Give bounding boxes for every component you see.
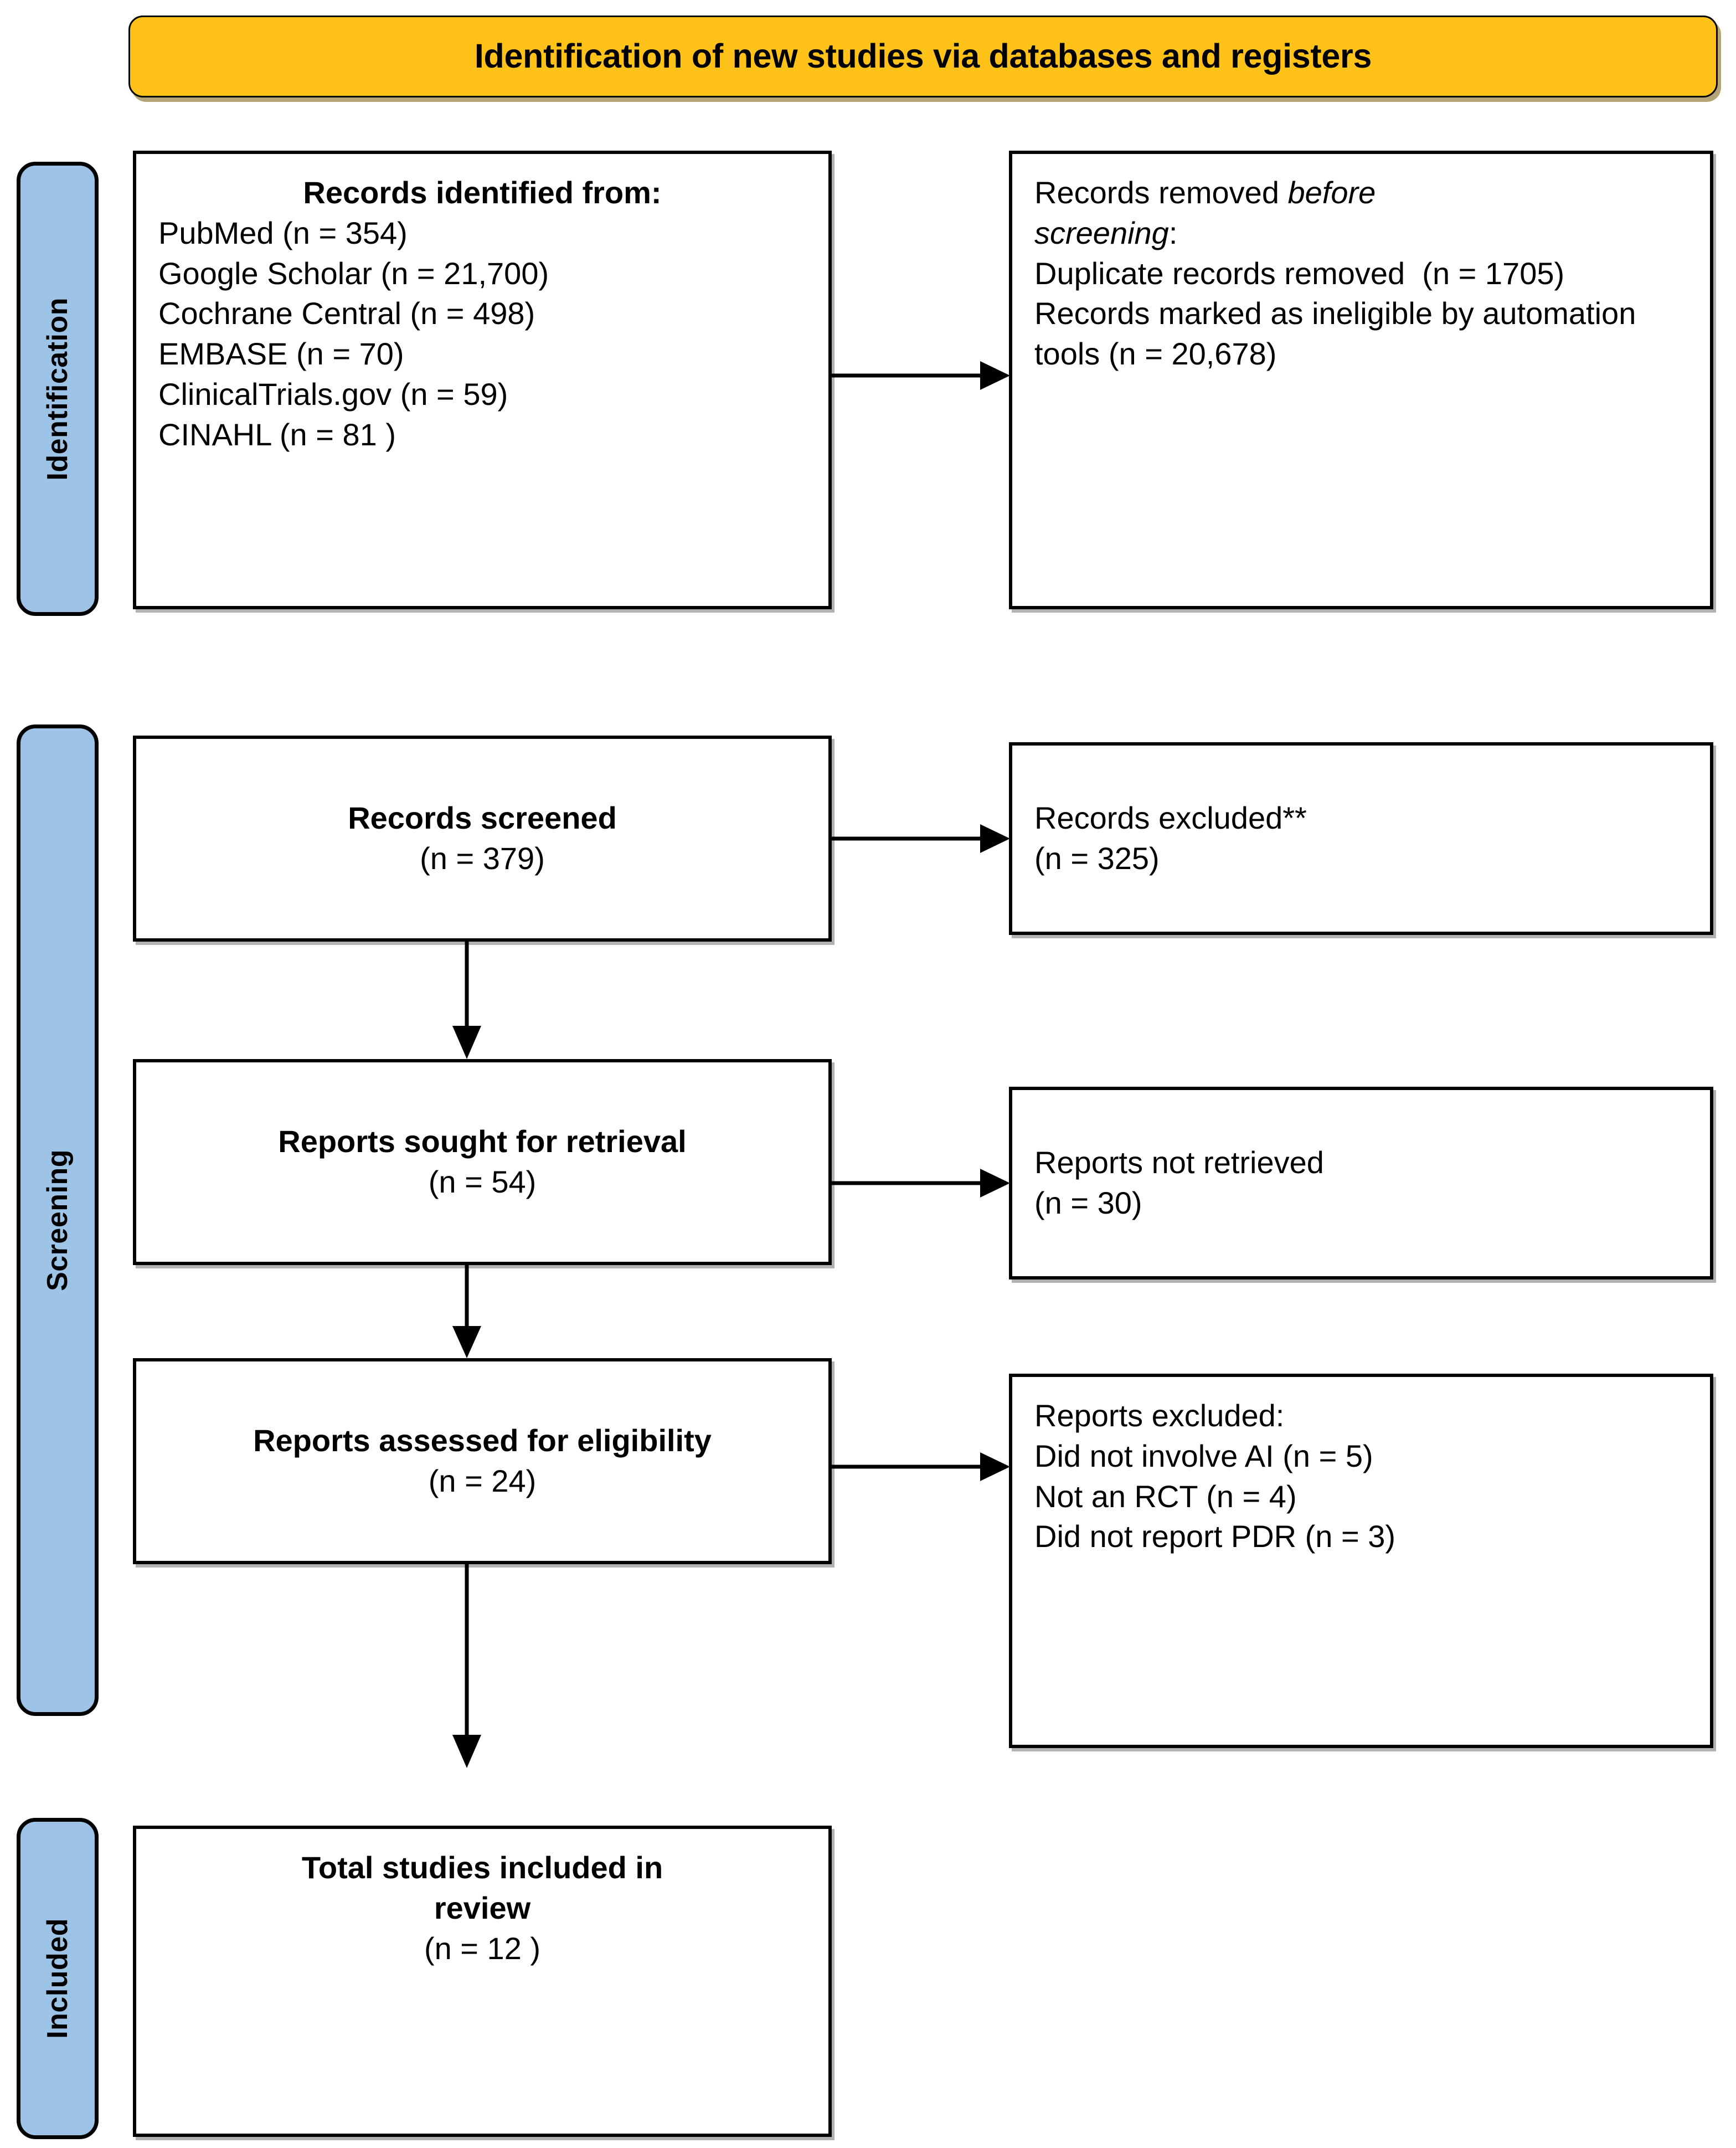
reason-not-an-rct: Not an RCT (n = 4) bbox=[1034, 1478, 1297, 1514]
arrow-identified-to-removed bbox=[832, 359, 1014, 392]
records-screened-heading: Records screened bbox=[348, 800, 617, 836]
records-excluded-count: (n = 325) bbox=[1034, 841, 1160, 876]
reports-sought-count: (n = 54) bbox=[428, 1164, 537, 1199]
box-records-identified: Records identified from: PubMed (n = 354… bbox=[133, 151, 832, 609]
reports-sought-heading: Reports sought for retrieval bbox=[278, 1124, 687, 1159]
box-reports-not-retrieved: Reports not retrieved (n = 30) bbox=[1009, 1087, 1713, 1279]
arrow-screened-to-excluded bbox=[832, 822, 1014, 855]
total-included-count: (n = 12 ) bbox=[424, 1930, 541, 1966]
stage-tab-screening: Screening bbox=[17, 724, 99, 1716]
identification-banner: Identification of new studies via databa… bbox=[128, 16, 1718, 97]
reports-assessed-heading: Reports assessed for eligibility bbox=[253, 1423, 712, 1458]
stage-tab-included: Included bbox=[17, 1818, 99, 2139]
arrow-screened-to-sought bbox=[443, 942, 491, 1061]
records-identified-heading: Records identified from: bbox=[303, 175, 662, 210]
source-embase: EMBASE (n = 70) bbox=[158, 336, 404, 372]
box-records-removed: Records removed before screening: Duplic… bbox=[1009, 151, 1713, 609]
box-reports-excluded: Reports excluded: Did not involve AI (n … bbox=[1009, 1374, 1713, 1748]
arrow-assessed-to-reports-excluded bbox=[832, 1450, 1014, 1483]
source-pubmed: PubMed (n = 354) bbox=[158, 215, 408, 250]
box-reports-sought: Reports sought for retrieval (n = 54) bbox=[133, 1059, 832, 1265]
total-included-heading: Total studies included in review bbox=[301, 1850, 672, 1925]
box-total-studies-included: Total studies included in review (n = 12… bbox=[133, 1826, 832, 2137]
stage-tab-identification-label: Identification bbox=[42, 297, 74, 481]
records-excluded-heading: Records excluded** bbox=[1034, 800, 1307, 836]
banner-title: Identification of new studies via databa… bbox=[474, 37, 1372, 75]
reports-not-retrieved-count: (n = 30) bbox=[1034, 1185, 1142, 1220]
arrow-sought-to-assessed bbox=[443, 1265, 491, 1360]
source-clinicaltrials-gov: ClinicalTrials.gov (n = 59) bbox=[158, 376, 508, 412]
reports-assessed-count: (n = 24) bbox=[428, 1463, 537, 1498]
reports-excluded-heading: Reports excluded: bbox=[1034, 1398, 1285, 1433]
stage-tab-included-label: Included bbox=[42, 1918, 74, 2039]
records-removed-heading: Records removed before bbox=[1034, 175, 1376, 210]
reason-did-not-report-pdr: Did not report PDR (n = 3) bbox=[1034, 1519, 1396, 1554]
records-ineligible-automation: Records marked as ineligible by automati… bbox=[1034, 296, 1645, 372]
box-records-screened: Records screened (n = 379) bbox=[133, 736, 832, 942]
source-cochrane-central: Cochrane Central (n = 498) bbox=[158, 296, 535, 331]
duplicate-records-removed: Duplicate records removed (n = 1705) bbox=[1034, 255, 1565, 291]
records-removed-heading-cont: screening: bbox=[1034, 215, 1178, 250]
reason-did-not-involve-ai: Did not involve AI (n = 5) bbox=[1034, 1438, 1373, 1473]
arrow-sought-to-not-retrieved bbox=[832, 1167, 1014, 1200]
source-google-scholar: Google Scholar (n = 21,700) bbox=[158, 255, 549, 291]
source-cinahl: CINAHL (n = 81 ) bbox=[158, 417, 396, 452]
box-reports-assessed: Reports assessed for eligibility (n = 24… bbox=[133, 1358, 832, 1564]
box-records-excluded: Records excluded** (n = 325) bbox=[1009, 742, 1713, 935]
records-screened-count: (n = 379) bbox=[420, 841, 545, 876]
stage-tab-screening-label: Screening bbox=[42, 1149, 74, 1291]
arrow-assessed-to-included bbox=[443, 1564, 491, 1770]
stage-tab-identification: Identification bbox=[17, 162, 99, 616]
reports-not-retrieved-heading: Reports not retrieved bbox=[1034, 1145, 1324, 1180]
